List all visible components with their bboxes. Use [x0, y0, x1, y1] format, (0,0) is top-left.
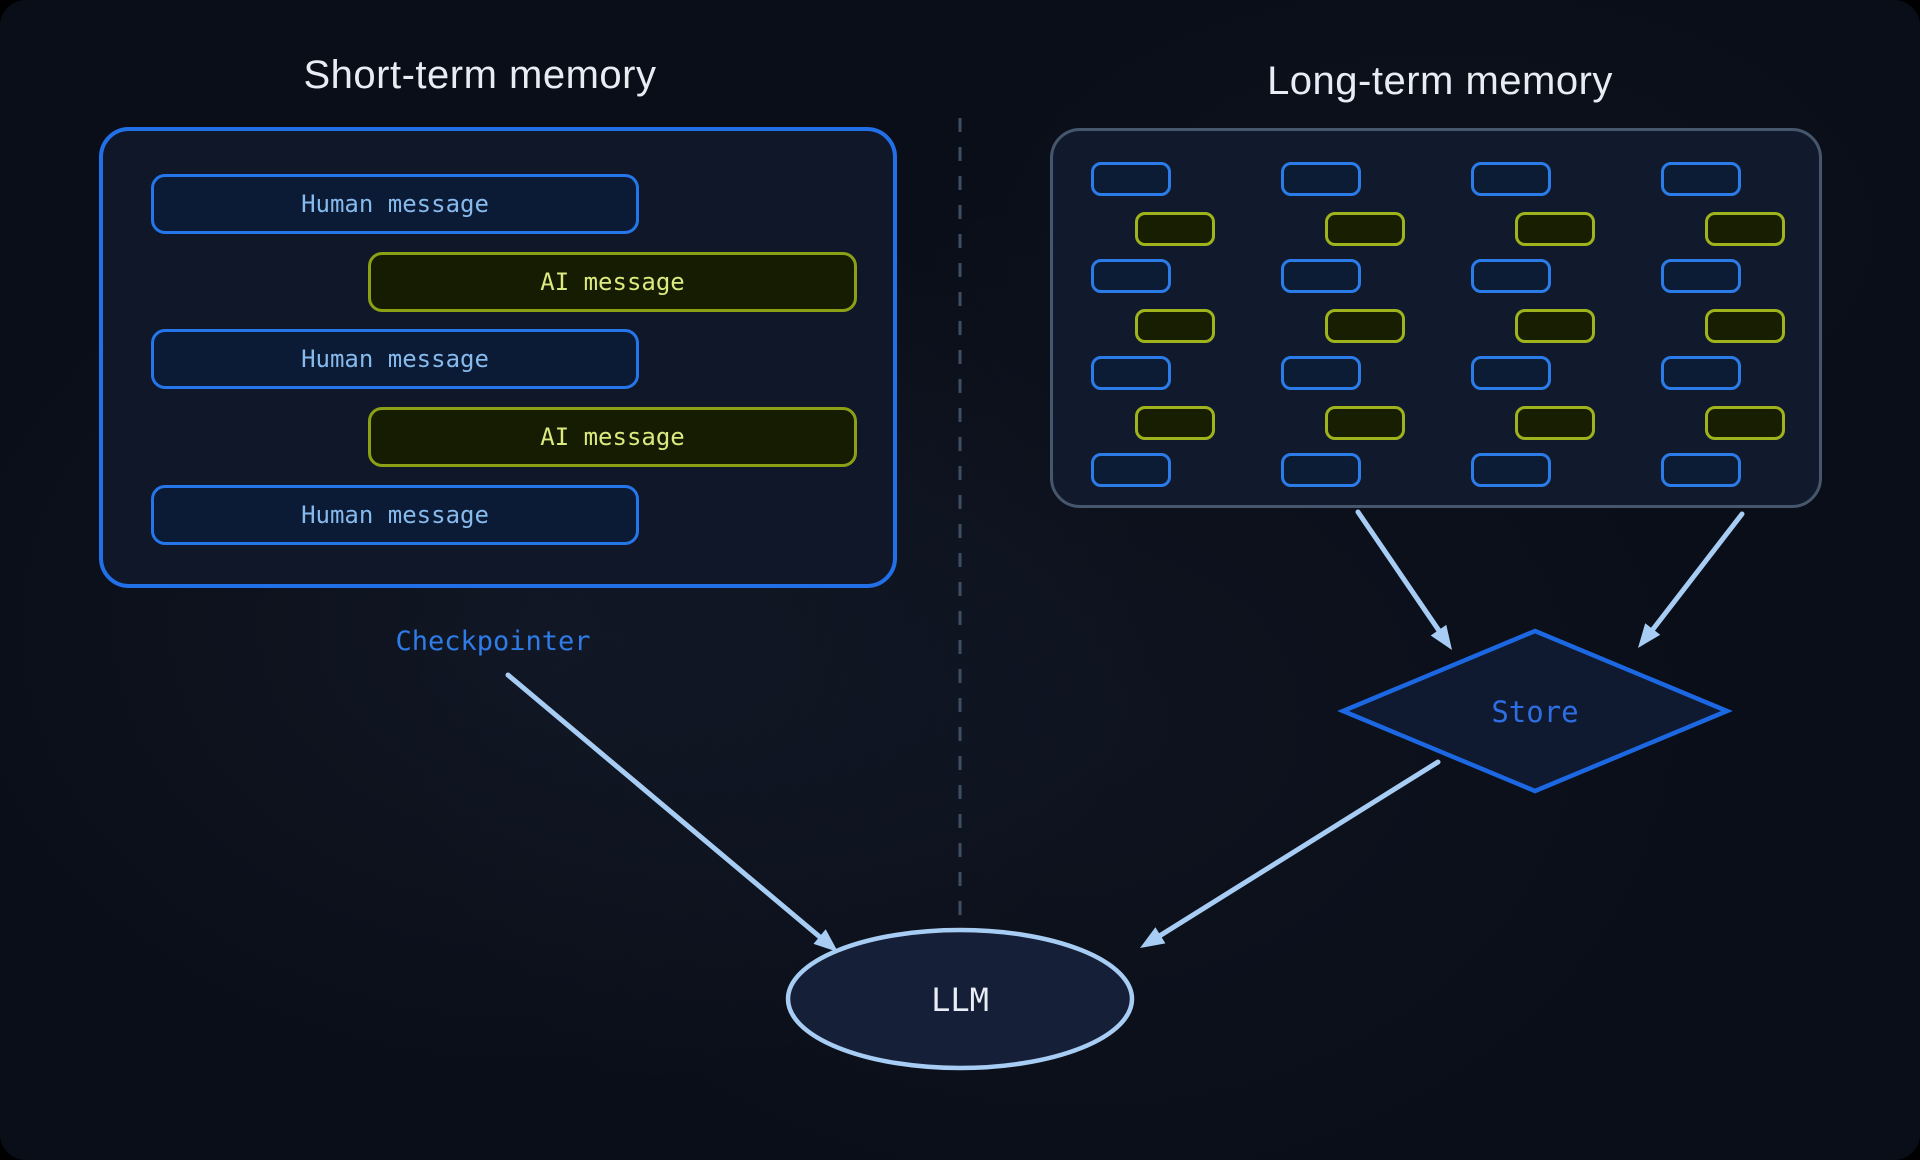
- ai-memory-pill: [1515, 212, 1595, 246]
- llm-label: LLM: [931, 981, 989, 1019]
- ai-memory-pill: [1135, 309, 1215, 343]
- human-memory-pill: [1281, 356, 1361, 390]
- human-memory-pill: [1661, 356, 1741, 390]
- human-memory-pill: [1471, 453, 1551, 487]
- human-memory-pill: [1281, 453, 1361, 487]
- checkpointer-label: Checkpointer: [395, 626, 591, 657]
- ai-memory-pill: [1705, 212, 1785, 246]
- arrow-memory-to-store-right: [1638, 511, 1745, 648]
- human-memory-pill: [1661, 453, 1741, 487]
- human-message-bubble: Human message: [151, 174, 639, 234]
- ai-memory-pill: [1135, 212, 1215, 246]
- human-message-bubble: Human message: [151, 485, 639, 545]
- ai-memory-pill: [1325, 212, 1405, 246]
- ai-memory-pill: [1325, 406, 1405, 440]
- ai-memory-pill: [1325, 309, 1405, 343]
- human-memory-pill: [1471, 356, 1551, 390]
- ai-memory-pill: [1135, 406, 1215, 440]
- human-memory-pill: [1471, 259, 1551, 293]
- ai-memory-pill: [1705, 309, 1785, 343]
- human-memory-pill: [1281, 162, 1361, 196]
- llm-ellipse: [785, 927, 1135, 1071]
- human-memory-pill: [1091, 162, 1171, 196]
- short-term-memory-title: Short-term memory: [303, 53, 657, 97]
- human-memory-pill: [1661, 162, 1741, 196]
- long-term-memory-title: Long-term memory: [1267, 59, 1613, 103]
- ai-message-bubble: AI message: [368, 252, 857, 312]
- arrow-checkpointer-to-llm: [505, 672, 838, 952]
- store-label: Store: [1491, 695, 1578, 729]
- ai-message-bubble: AI message: [368, 407, 857, 467]
- long-term-memory-panel: [1050, 128, 1822, 508]
- arrow-store-to-llm: [1140, 759, 1441, 948]
- human-memory-pill: [1091, 356, 1171, 390]
- store-diamond: [1337, 628, 1733, 794]
- human-memory-pill: [1091, 453, 1171, 487]
- human-message-bubble: Human message: [151, 329, 639, 389]
- human-memory-pill: [1661, 259, 1741, 293]
- human-memory-pill: [1281, 259, 1361, 293]
- arrow-memory-to-store-left: [1355, 509, 1452, 650]
- ai-memory-pill: [1515, 406, 1595, 440]
- ai-memory-pill: [1705, 406, 1785, 440]
- human-memory-pill: [1091, 259, 1171, 293]
- human-memory-pill: [1471, 162, 1551, 196]
- ai-memory-pill: [1515, 309, 1595, 343]
